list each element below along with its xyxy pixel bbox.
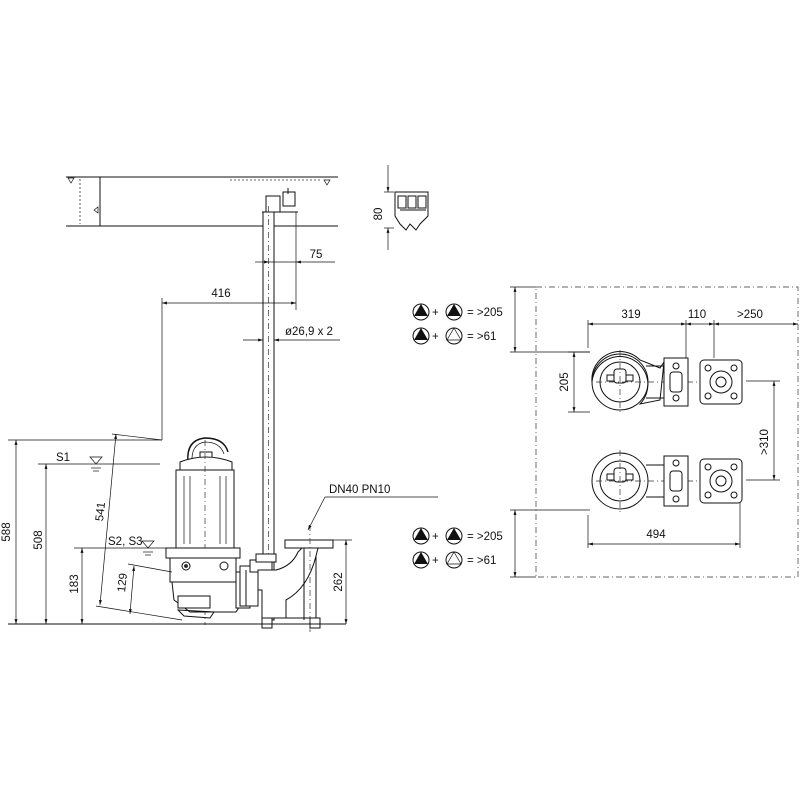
upper-bracket <box>262 188 298 213</box>
standby-symbol-icon <box>445 327 463 345</box>
legend-bottom: + = >205 + = >61 <box>412 527 503 569</box>
dim-250: >250 <box>737 309 763 321</box>
dim-110: 110 <box>688 309 706 321</box>
bracket-detail <box>384 165 429 250</box>
outlet-spec: DN40 PN10 <box>329 484 390 496</box>
dn-leader <box>307 496 438 531</box>
coupling <box>239 553 277 607</box>
pump-symbol-icon <box>412 551 430 569</box>
pump-symbol-icon <box>412 327 430 345</box>
pit-outline <box>535 286 799 578</box>
legend-plus: + <box>432 331 439 343</box>
pump-symbol-icon <box>412 527 430 545</box>
dim-319: 319 <box>621 309 640 321</box>
dim-129: 129 <box>116 573 130 593</box>
dim-541-line <box>98 433 118 606</box>
level-s1: S1 <box>56 452 70 464</box>
legend-row2-value: = >61 <box>467 555 496 567</box>
dim-588: 588 <box>1 522 13 541</box>
dim-416: 416 <box>211 288 230 300</box>
pump-symbol-icon <box>445 527 463 545</box>
dim-205: 205 <box>559 372 571 391</box>
dim-310: >310 <box>759 429 771 455</box>
pump-unit <box>165 437 251 625</box>
top-slab <box>66 176 338 227</box>
dim-508: 508 <box>33 530 45 549</box>
legend-top: + = >205 + = >61 <box>412 303 503 345</box>
legend-row2-value: = >61 <box>467 331 496 343</box>
s2s3-level <box>74 540 168 556</box>
dim-183: 183 <box>69 574 81 593</box>
dim-494: 494 <box>646 529 666 541</box>
legend-plus: + <box>432 307 439 319</box>
dim-pipe-diameter: ø26,9 x 2 <box>285 326 333 338</box>
duckfoot-bend <box>257 525 334 632</box>
legend-row1-value: = >205 <box>467 307 503 319</box>
standby-symbol-icon <box>445 551 463 569</box>
dim-541: 541 <box>94 502 108 522</box>
legend-plus: + <box>432 531 439 543</box>
pump-plan-lower <box>591 450 743 514</box>
legend-plus: + <box>432 555 439 567</box>
pump-symbol-icon <box>445 303 463 321</box>
pump-plan-upper <box>591 350 743 414</box>
dim-75-line <box>255 212 335 310</box>
dim-416-line <box>161 298 296 440</box>
legend-row1-value: = >205 <box>467 531 503 543</box>
level-s2-s3: S2, S3 <box>108 536 143 548</box>
dim-262: 262 <box>333 572 345 591</box>
dim-80: 80 <box>373 208 385 221</box>
pump-symbol-icon <box>412 303 430 321</box>
dim-129-line <box>128 565 136 615</box>
dim-75: 75 <box>310 249 323 261</box>
